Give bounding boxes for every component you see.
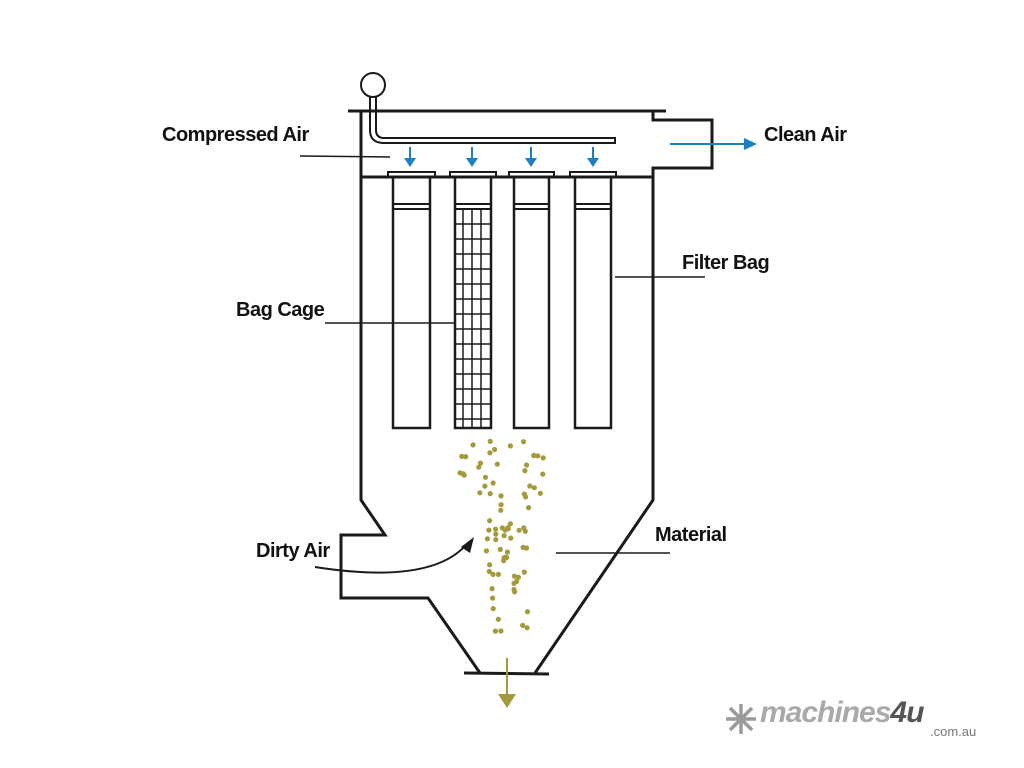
particle xyxy=(522,528,528,534)
particle xyxy=(540,455,546,461)
particle xyxy=(482,474,489,480)
bag-cage-grid xyxy=(455,209,491,428)
particle xyxy=(521,569,527,575)
particle xyxy=(486,527,492,533)
particle xyxy=(497,546,503,553)
particle xyxy=(490,595,496,601)
particle xyxy=(520,439,527,445)
label-dirty-air: Dirty Air xyxy=(256,540,330,562)
particle xyxy=(487,450,493,456)
particle xyxy=(487,491,493,497)
particle xyxy=(537,490,543,496)
particle xyxy=(490,480,496,486)
particle xyxy=(487,518,493,524)
particle xyxy=(492,446,498,453)
particle xyxy=(498,628,504,634)
particle xyxy=(511,573,517,579)
particle xyxy=(498,507,504,513)
particle xyxy=(499,525,505,531)
label-compressed-air: Compressed Air xyxy=(162,124,309,146)
filter-bags xyxy=(387,171,617,430)
particle xyxy=(515,574,522,580)
pulse-air-arrows xyxy=(404,147,599,167)
label-clean-air: Clean Air xyxy=(764,124,847,146)
logo-wordmark: machines4u xyxy=(760,696,924,729)
particle xyxy=(531,452,537,458)
particle xyxy=(477,490,483,496)
snowflake-icon xyxy=(726,704,756,734)
material-discharge-arrow xyxy=(498,658,516,708)
particle xyxy=(504,554,510,561)
particle xyxy=(498,502,504,508)
particle xyxy=(508,535,514,541)
material-particles xyxy=(457,438,546,634)
particle xyxy=(507,443,513,449)
particle xyxy=(492,526,499,532)
particle xyxy=(526,505,532,511)
particle xyxy=(516,527,522,533)
particle xyxy=(487,562,493,568)
particle xyxy=(524,462,530,468)
filter-bag-1 xyxy=(387,171,436,430)
housing-outline xyxy=(339,109,714,676)
particle xyxy=(521,491,528,497)
particle xyxy=(459,453,465,459)
filter-bag-3 xyxy=(508,171,555,430)
particle xyxy=(522,468,528,474)
particle xyxy=(495,616,501,622)
particle xyxy=(540,471,546,477)
particle xyxy=(493,531,499,537)
particle xyxy=(463,454,469,460)
dirty-air-arrow xyxy=(314,544,467,574)
particle xyxy=(520,622,526,629)
particle xyxy=(523,545,530,551)
particle xyxy=(492,628,498,634)
particle xyxy=(493,537,499,543)
particle xyxy=(524,625,530,631)
particle xyxy=(494,461,500,467)
particle xyxy=(527,483,533,489)
particle xyxy=(490,571,496,578)
particle xyxy=(524,609,531,615)
particle xyxy=(486,568,492,575)
particle xyxy=(482,483,488,489)
particle xyxy=(484,536,490,542)
particle xyxy=(489,586,495,592)
particle xyxy=(476,464,482,470)
dirty-air-arrowhead xyxy=(461,537,474,553)
particle xyxy=(483,548,489,554)
particle xyxy=(457,470,463,476)
particle xyxy=(511,580,517,587)
leader-lines xyxy=(299,155,705,554)
label-bag-cage: Bag Cage xyxy=(236,299,325,321)
particle xyxy=(487,438,493,444)
particle xyxy=(531,485,537,491)
filter-bag-4 xyxy=(569,171,617,430)
particle xyxy=(501,533,507,539)
logo-domain: .com.au xyxy=(930,724,977,739)
compressed-air-pipe xyxy=(360,72,616,144)
clean-air-arrow xyxy=(670,138,757,150)
particle xyxy=(495,571,501,578)
particle xyxy=(511,586,517,593)
label-material: Material xyxy=(655,524,727,546)
particle xyxy=(470,442,476,448)
particle xyxy=(507,521,513,527)
particle xyxy=(535,453,541,459)
particle xyxy=(490,606,496,612)
particle xyxy=(504,549,510,555)
filter-bag-2 xyxy=(449,171,497,430)
particle xyxy=(477,460,484,466)
particle xyxy=(498,493,504,499)
label-filter-bag: Filter Bag xyxy=(682,252,770,274)
